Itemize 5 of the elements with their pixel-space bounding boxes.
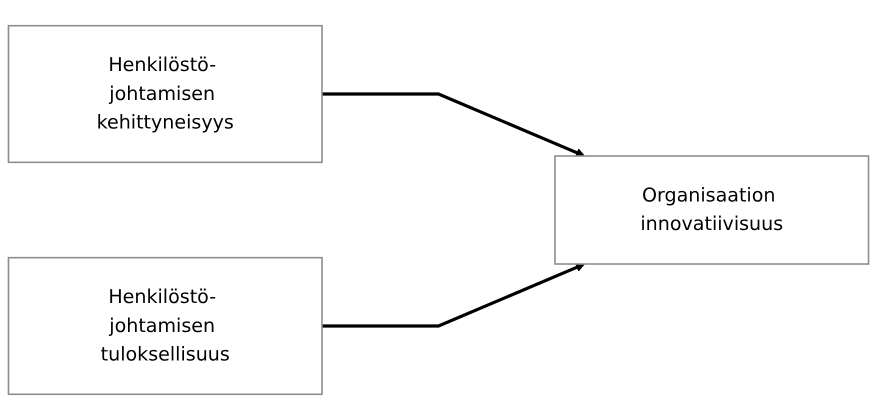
node-box: Henkilöstö- johtamisen tuloksellisuus [8, 256, 323, 396]
arrow [322, 263, 585, 328]
arrow [322, 92, 585, 157]
node-box: Henkilöstö- johtamisen kehittyneisyys [8, 24, 323, 164]
node-box: Organisaation innovatiivisuus [554, 155, 870, 265]
